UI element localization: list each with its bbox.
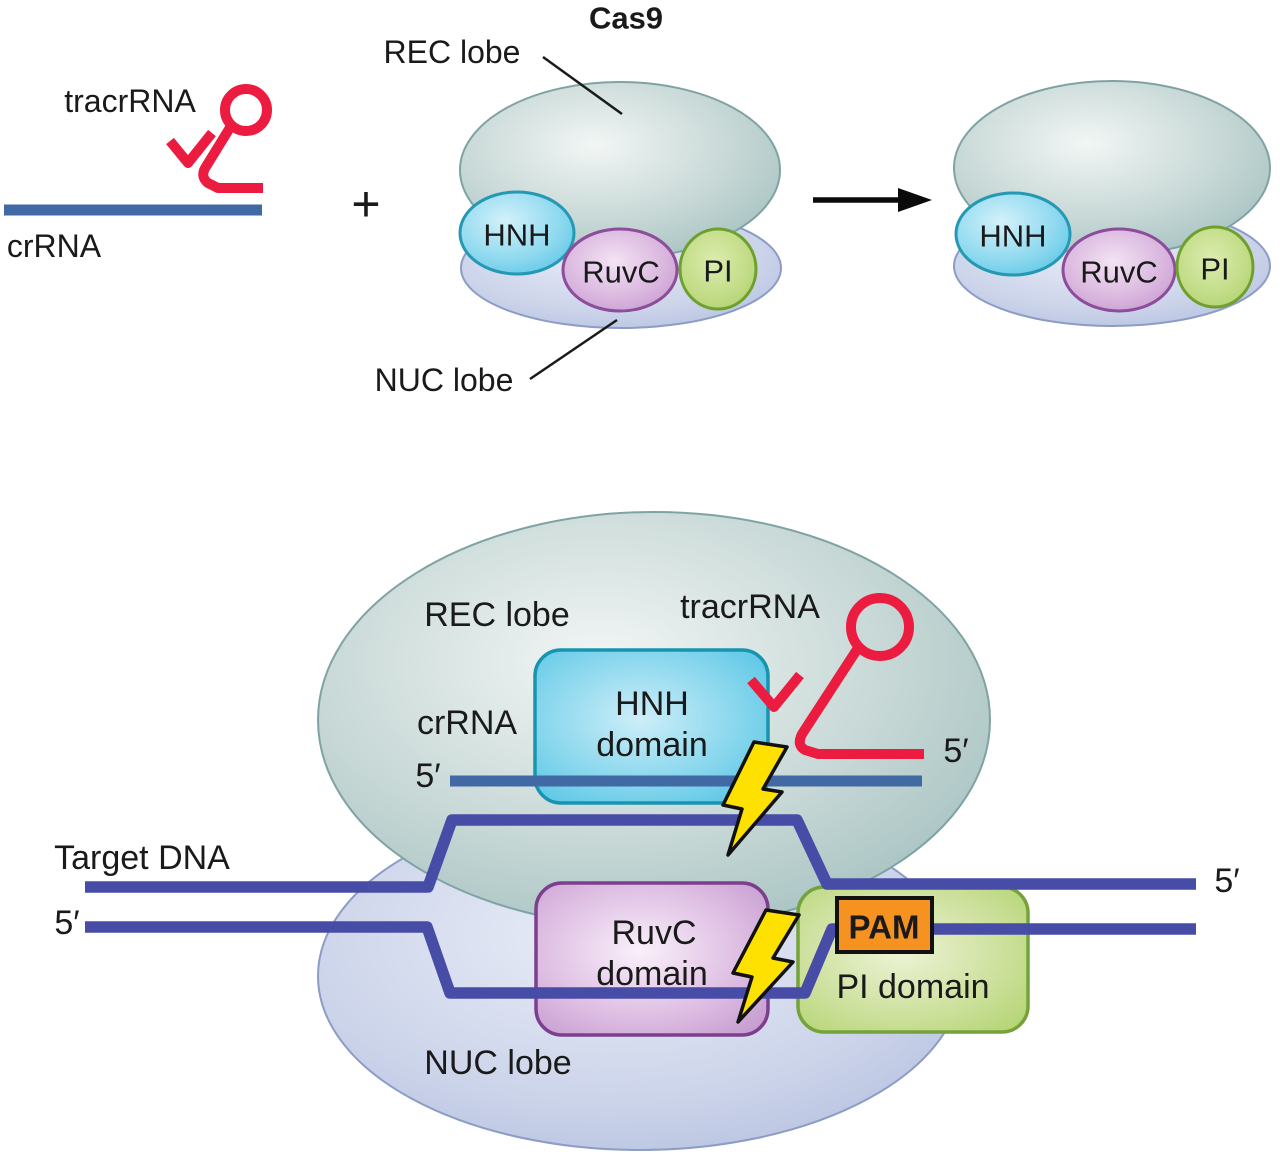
guide-rna-group: tracrRNA crRNA <box>4 83 272 264</box>
target-dna-top-strand <box>85 814 1196 893</box>
rec-lobe-leader-line <box>542 55 623 116</box>
pi-domain-label: PI domain <box>836 968 989 1006</box>
cas9-apo-group: HNH RuvC PI REC lobe NUC lobe <box>375 34 782 398</box>
tracrrna-hairpin-stem-icon <box>198 123 263 193</box>
hnh-domain-label-line2: domain <box>596 726 708 764</box>
ruvc-domain-label-line1: RuvC <box>611 914 696 952</box>
assembled-hnh-ellipse <box>954 191 1072 277</box>
hnh-cut-site-bolt-icon <box>721 740 789 857</box>
ruvc-domain-label-line2: domain <box>596 955 708 993</box>
rec-lobe-label: REC lobe <box>384 34 521 70</box>
detail-tracrrna-check-icon <box>747 671 804 712</box>
nuc-lobe-leader-line <box>529 318 618 381</box>
hnh-ellipse <box>458 190 576 276</box>
assembled-pi-label: PI <box>1200 252 1229 287</box>
top-strand-five-prime-label: 5′ <box>1214 862 1239 900</box>
pi-ellipse <box>678 227 758 311</box>
detail-nuc-lobe-label: NUC lobe <box>424 1044 571 1082</box>
cas9-detail-group: REC lobe tracrRNA HNH domain crRNA 5′ 5′… <box>54 511 1240 1151</box>
hnh-domain-label-line1: HNH <box>615 685 689 723</box>
cas9-assembled-group: HNH RuvC PI <box>953 80 1271 327</box>
detail-tracrrna-label: tracrRNA <box>680 588 820 626</box>
detail-tracrrna-stem-icon <box>794 645 924 759</box>
nuc-lobe-label: NUC lobe <box>375 362 514 398</box>
crrna-five-prime-label: 5′ <box>415 757 440 795</box>
tracrrna-label: tracrRNA <box>64 83 196 119</box>
pam-label: PAM <box>849 909 920 946</box>
reaction-arrow-icon <box>813 188 932 212</box>
tracrrna-hairpin-loop-icon <box>220 84 272 136</box>
ruvc-cut-site-bolt-icon <box>731 908 801 1024</box>
assembled-ruvc-label: RuvC <box>1080 255 1158 290</box>
pi-label: PI <box>703 254 732 289</box>
detail-crrna-label: crRNA <box>417 704 517 742</box>
hnh-domain-box <box>533 648 770 805</box>
cas9-title: Cas9 <box>589 1 663 36</box>
assembled-hnh-label: HNH <box>979 219 1046 254</box>
detail-tracrrna-loop-icon <box>846 593 914 661</box>
detail-rec-lobe-label: REC lobe <box>424 596 570 634</box>
ruvc-ellipse <box>561 227 679 313</box>
assembled-pi-ellipse <box>1175 225 1255 309</box>
tracrrna-five-prime-label: 5′ <box>943 732 968 770</box>
ruvc-label: RuvC <box>582 255 660 290</box>
target-dna-label: Target DNA <box>54 839 230 877</box>
pam-box <box>835 896 934 954</box>
plus-sign: + <box>351 176 380 232</box>
assembled-ruvc-ellipse <box>1061 227 1177 313</box>
crrna-label: crRNA <box>7 228 102 264</box>
hnh-label: HNH <box>483 218 550 253</box>
tracrrna-hairpin-check-icon <box>166 129 216 168</box>
target-dna-five-prime-label: 5′ <box>54 904 79 942</box>
